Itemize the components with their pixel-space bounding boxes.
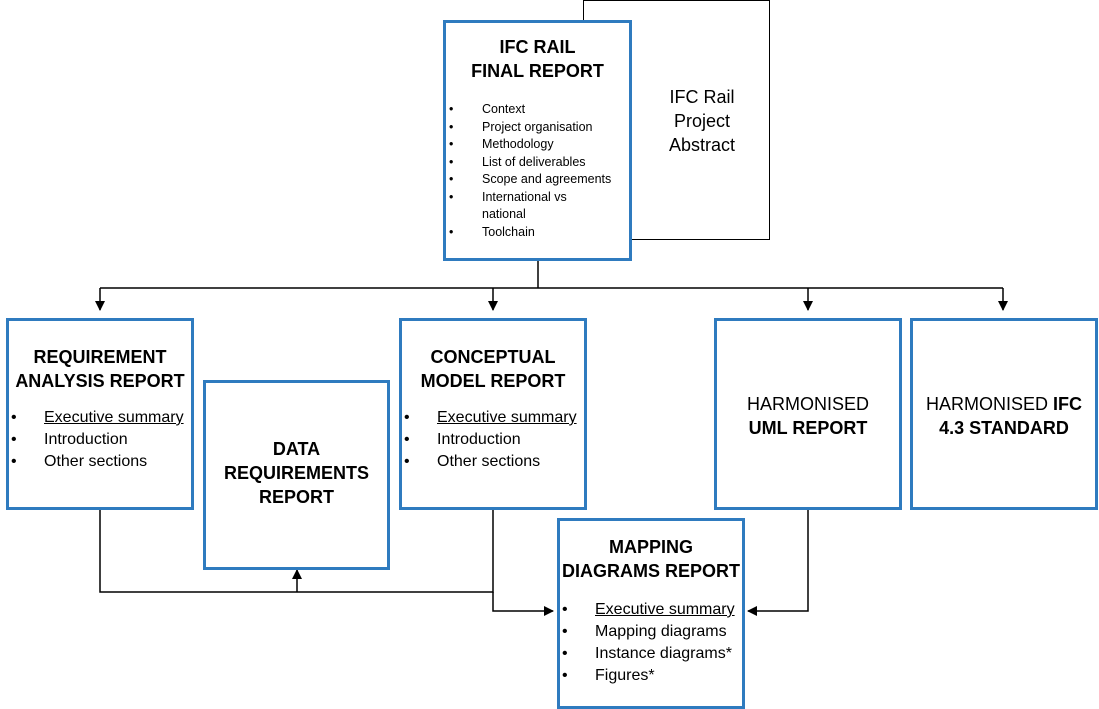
requirement-analysis-box: REQUIREMENT ANALYSIS REPORT Executive su… xyxy=(6,318,194,510)
requirement-analysis-title: REQUIREMENT ANALYSIS REPORT xyxy=(15,347,185,391)
final-report-box: IFC RAIL FINAL REPORT Context Project or… xyxy=(443,20,632,261)
data-requirements-box: DATA REQUIREMENTS REPORT xyxy=(203,380,390,570)
final-report-title: IFC RAIL FINAL REPORT xyxy=(471,37,604,81)
list-item: Context xyxy=(446,101,626,119)
list-item: Other sections xyxy=(9,451,191,473)
requirement-analysis-list: Executive summary Introduction Other sec… xyxy=(9,407,191,473)
uml-report-box: HARMONISED UML REPORT xyxy=(714,318,902,510)
mapping-diagrams-list: Executive summary Mapping diagrams Insta… xyxy=(560,599,742,687)
list-item: Toolchain xyxy=(446,224,626,242)
list-item: Scope and agreements xyxy=(446,171,626,189)
abstract-text: IFC Rail Project Abstract xyxy=(642,85,762,157)
list-item: Instance diagrams* xyxy=(560,643,742,665)
abstract-line: IFC Rail xyxy=(669,87,735,107)
list-item: Executive summary xyxy=(402,407,584,429)
conceptual-model-list: Executive summary Introduction Other sec… xyxy=(402,407,584,473)
list-item: List of deliverables xyxy=(446,154,626,172)
ifc-standard-title: HARMONISED IFC 4.3 STANDARD xyxy=(925,394,1083,438)
list-item: Figures* xyxy=(560,665,742,687)
data-requirements-title: DATA REQUIREMENTS REPORT xyxy=(223,439,369,507)
list-item: Executive summary xyxy=(560,599,742,621)
ifc-standard-box: HARMONISED IFC 4.3 STANDARD xyxy=(910,318,1098,510)
list-item: Introduction xyxy=(402,429,584,451)
conceptual-model-title: CONCEPTUAL MODEL REPORT xyxy=(420,347,566,391)
conceptual-model-box: CONCEPTUAL MODEL REPORT Executive summar… xyxy=(399,318,587,510)
abstract-line: Abstract xyxy=(668,135,736,155)
list-item: Other sections xyxy=(402,451,584,473)
list-item: International vs national xyxy=(446,189,626,224)
final-report-list: Context Project organisation Methodology… xyxy=(446,101,626,241)
list-item: Methodology xyxy=(446,136,626,154)
uml-report-title: HARMONISED UML REPORT xyxy=(746,394,869,438)
mapping-diagrams-box: MAPPING DIAGRAMS REPORT Executive summar… xyxy=(557,518,745,709)
abstract-line: Project xyxy=(673,111,731,131)
list-item: Introduction xyxy=(9,429,191,451)
list-item: Executive summary xyxy=(9,407,191,429)
list-item: Mapping diagrams xyxy=(560,621,742,643)
arrow-to-mapping-left xyxy=(492,592,554,616)
list-item: Project organisation xyxy=(446,119,626,137)
arrow-to-mapping-right xyxy=(747,510,809,616)
mapping-diagrams-title: MAPPING DIAGRAMS REPORT xyxy=(561,537,740,581)
